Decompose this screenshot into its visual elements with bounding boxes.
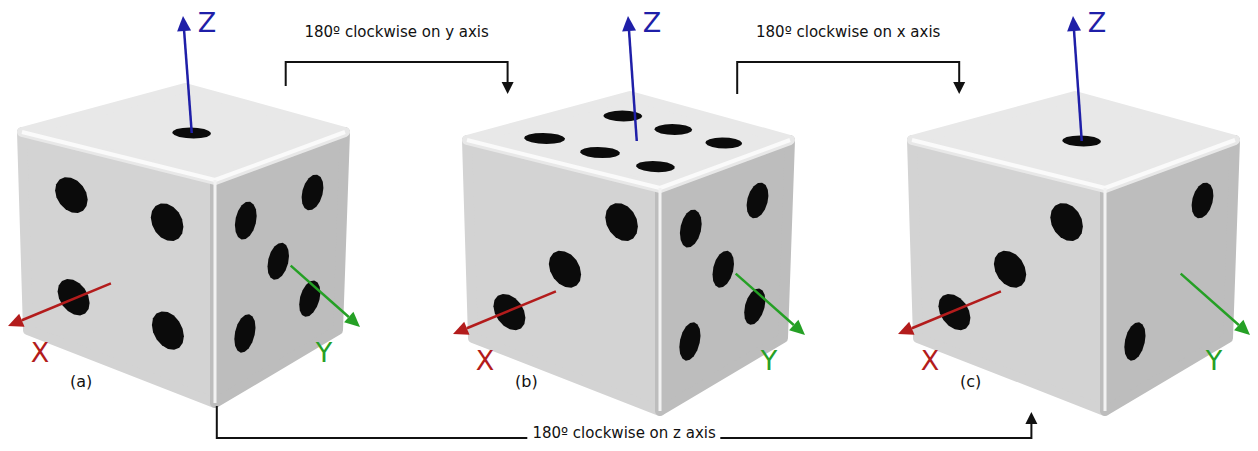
axis-y-label: Y [1206,347,1223,374]
rotation-label: 180º clockwise on x axis [751,23,945,41]
axis-x-label: X [476,347,495,374]
figure-label: (c) [960,372,981,391]
die-figure: (c) [910,94,1238,412]
rotation-label: 180º clockwise on z axis [527,424,720,442]
figure-label: (b) [515,372,538,391]
die [453,16,805,411]
rotation-arrow [286,62,514,94]
axis-z-label: Z [643,9,662,36]
axis-y-label: Y [316,339,333,366]
axis-z-label: Z [1088,9,1107,36]
die [898,16,1250,411]
axis-y-label: Y [761,347,778,374]
figure-label: (a) [70,372,92,391]
axis-x-label: X [921,347,940,374]
axis-z-label: Z [198,9,217,36]
die-figure: (a) [20,86,348,406]
rotation-label: 180º clockwise on y axis [299,23,493,41]
die [8,16,360,403]
rotation-arrow [737,62,965,94]
die-figure: (b) [465,94,793,412]
axis-x-label: X [31,339,50,366]
